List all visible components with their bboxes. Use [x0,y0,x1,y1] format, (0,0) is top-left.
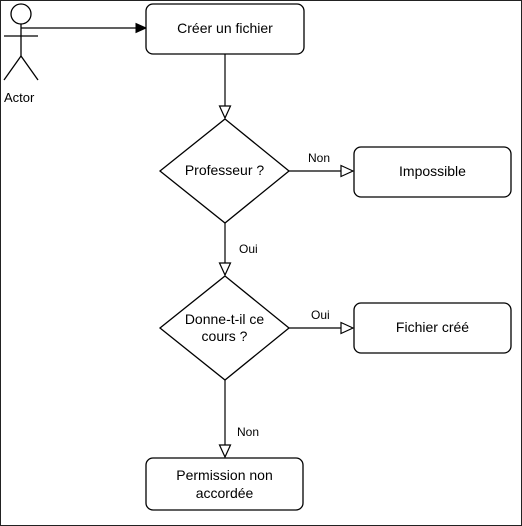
decision-teaches-course-label-line2: cours ? [201,328,248,344]
node-permission-denied-label-line2: accordée [195,485,254,501]
node-impossible-label: Impossible [399,163,466,179]
edge-teacher-yes [218,223,232,277]
frame-border-left [0,0,1,526]
decision-teaches-course-label-line1: Donne-t-il ce [184,311,265,327]
edge-teacher-no-label: Non [308,151,331,165]
edge-create-to-teacher [218,54,232,120]
edge-teacher-yes-label: Oui [239,242,258,256]
edge-course-no [218,380,232,459]
node-permission-denied-label-line1: Permission non [176,467,273,483]
edge-teacher-no [289,164,355,178]
actor-right-leg [20,55,39,81]
node-create-file-label: Créer un fichier [177,20,273,36]
actor-label: Actor [4,90,35,105]
node-impossible[interactable] [353,146,512,198]
actor-figure[interactable] [3,3,39,81]
edge-actor-to-create [21,22,148,34]
edge-course-yes-label: Oui [311,308,330,322]
decision-is-teacher-label: Professeur ? [184,162,265,178]
node-permission-denied[interactable] [145,457,304,511]
actor-left-leg [3,55,22,81]
node-file-created-label: Fichier créé [395,319,470,335]
edge-course-yes [289,321,355,335]
frame-border-top [0,0,522,1]
actor-head [10,3,32,25]
edge-course-no-label: Non [237,425,260,439]
node-file-created[interactable] [353,302,512,354]
